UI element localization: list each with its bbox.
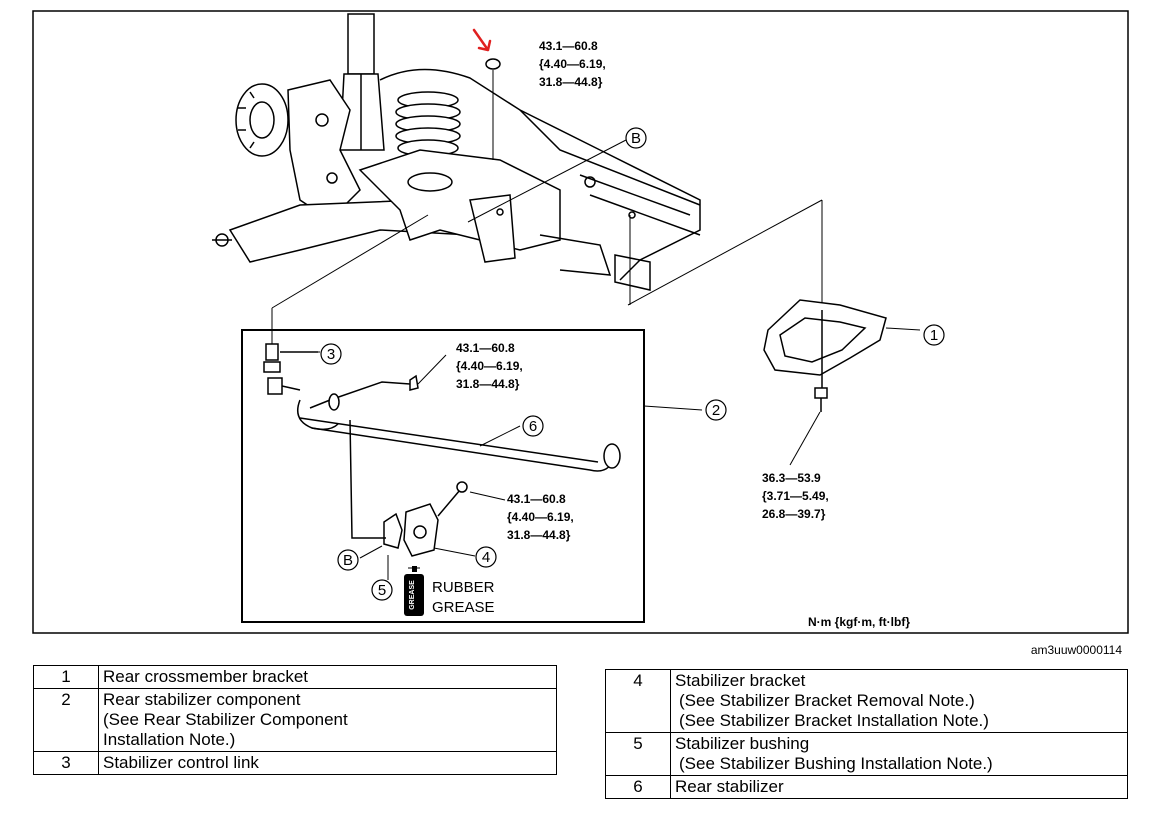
table-row: 6 Rear stabilizer [605, 775, 1128, 799]
legend-num: 5 [605, 732, 671, 776]
diagram-frame [32, 10, 1129, 634]
bolt-torque-leader [789, 411, 821, 466]
callout-1: 1 [923, 324, 945, 346]
svg-text:6: 6 [529, 418, 537, 435]
legend-right-body: 4 Stabilizer bracket (See Stabilizer Bra… [605, 669, 1128, 799]
svg-text:31.8—44.8}: 31.8—44.8} [456, 377, 520, 391]
legend-num: 6 [605, 775, 671, 799]
stabilizer-component-inset [241, 329, 645, 623]
svg-text:2: 2 [712, 402, 720, 419]
units-label: N·m {kgf·m, ft·lbf} [808, 615, 910, 629]
torque-spec-bracket-bolt: 36.3—53.9 {3.71—5.49, 26.8—39.7} [762, 471, 829, 521]
legend-desc: Stabilizer bushing (See Stabilizer Bushi… [670, 732, 1128, 776]
svg-text:{3.71—5.49,: {3.71—5.49, [762, 489, 829, 503]
coil-spring [395, 91, 461, 157]
callout-3: 3 [320, 343, 342, 365]
figure-id: am3uuw0000114 [1031, 643, 1123, 657]
svg-text:1: 1 [930, 327, 938, 344]
legend-num: 1 [33, 665, 99, 689]
rubber-grease-label: RUBBER GREASE [432, 579, 495, 616]
legend-num: 2 [33, 688, 99, 752]
svg-text:43.1—60.8: 43.1—60.8 [539, 39, 598, 53]
svg-text:4: 4 [482, 549, 490, 566]
svg-text:B: B [343, 552, 353, 569]
svg-text:{4.40—6.19,: {4.40—6.19, [539, 57, 606, 71]
red-annotation-arrow [472, 28, 492, 52]
rear-crossmember-bracket-illustration [763, 299, 887, 412]
svg-text:31.8—44.8}: 31.8—44.8} [507, 528, 571, 542]
legend-desc: Stabilizer bracket (See Stabilizer Brack… [670, 669, 1128, 733]
svg-text:43.1—60.8: 43.1—60.8 [507, 492, 566, 506]
svg-text:26.8—39.7}: 26.8—39.7} [762, 507, 826, 521]
leader-lines [271, 139, 823, 345]
callout1-leader [885, 327, 921, 331]
torque-spec-link-nut: 43.1—60.8 {4.40—6.19, 31.8—44.8} [456, 341, 523, 391]
callout-b-top: B [625, 127, 647, 149]
svg-text:B: B [631, 130, 641, 147]
top-nut [485, 58, 501, 160]
callout-b-inset: B [337, 549, 359, 571]
legend-desc: Rear crossmember bracket [98, 665, 557, 689]
svg-text:31.8—44.8}: 31.8—44.8} [539, 75, 603, 89]
table-row: 3 Stabilizer control link [33, 751, 557, 775]
legend-desc: Stabilizer control link [98, 751, 557, 775]
svg-text:5: 5 [378, 582, 386, 599]
svg-text:RUBBER: RUBBER [432, 579, 495, 596]
callout-4: 4 [475, 546, 497, 568]
legend-left-body: 1 Rear crossmember bracket 2 Rear stabil… [33, 665, 557, 775]
table-row: 4 Stabilizer bracket (See Stabilizer Bra… [605, 669, 1128, 733]
inset-leader-lines [292, 351, 521, 580]
table-row: 5 Stabilizer bushing (See Stabilizer Bus… [605, 732, 1128, 776]
table-row: 2 Rear stabilizer component (See Rear St… [33, 688, 557, 752]
callout-2: 2 [705, 399, 727, 421]
callout-6: 6 [522, 415, 544, 437]
legend-table-left: 1 Rear crossmember bracket 2 Rear stabil… [33, 665, 557, 775]
callout-5: 5 [371, 579, 393, 601]
suspension-assembly-illustration [212, 13, 701, 291]
table-row: 1 Rear crossmember bracket [33, 665, 557, 689]
svg-text:36.3—53.9: 36.3—53.9 [762, 471, 821, 485]
torque-spec-bracket-nut: 43.1—60.8 {4.40—6.19, 31.8—44.8} [507, 492, 574, 542]
legend-num: 3 [33, 751, 99, 775]
stabilizer-bar-illustration [263, 343, 621, 557]
legend-desc: Rear stabilizer [670, 775, 1128, 799]
svg-text:3: 3 [327, 346, 335, 363]
svg-text:GREASE: GREASE [432, 599, 495, 616]
grease-can-icon: GREASE [404, 566, 424, 616]
legend-table-right: 4 Stabilizer bracket (See Stabilizer Bra… [605, 669, 1128, 799]
svg-text:{4.40—6.19,: {4.40—6.19, [456, 359, 523, 373]
legend-desc: Rear stabilizer component (See Rear Stab… [98, 688, 557, 752]
torque-spec-top-nut: 43.1—60.8 {4.40—6.19, 31.8—44.8} [539, 39, 606, 89]
callout2-leader [643, 405, 703, 411]
legend-num: 4 [605, 669, 671, 733]
svg-text:43.1—60.8: 43.1—60.8 [456, 341, 515, 355]
svg-text:{4.40—6.19,: {4.40—6.19, [507, 510, 574, 524]
wheel-hub [235, 83, 289, 157]
svg-text:GREASE: GREASE [409, 580, 416, 610]
